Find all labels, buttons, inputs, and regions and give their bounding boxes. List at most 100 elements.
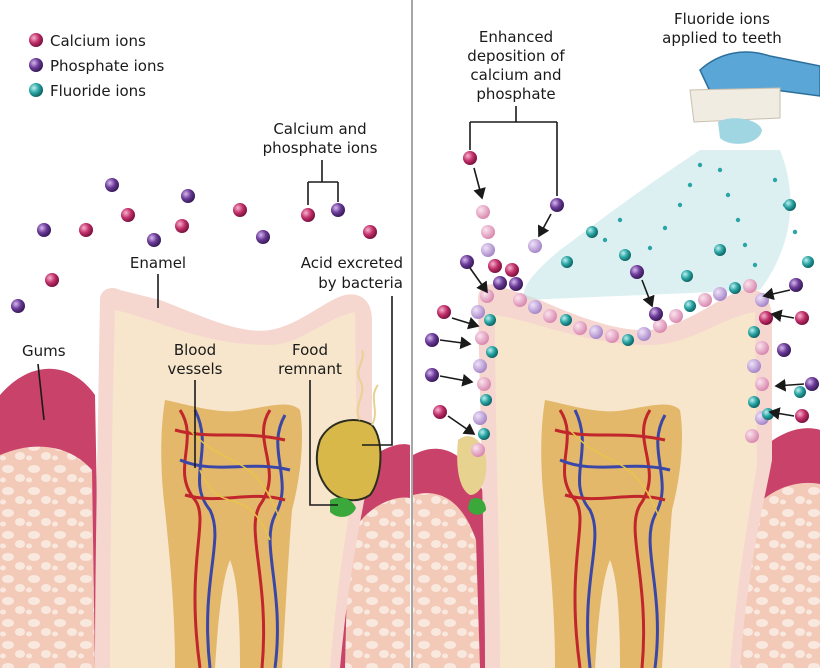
calcium-ion [475,331,489,345]
phosphate-ion [509,277,523,291]
blood-vessels-label-line2: vessels [168,360,223,378]
phosphate-ion [789,278,803,292]
phosphate-ion [630,265,644,279]
fluoride-ion [748,326,760,338]
gums-label: Gums [22,342,66,360]
calcium-ion [121,208,135,222]
calcium-ion [743,279,757,293]
calcium-ion [45,273,59,287]
calcium-ion [605,329,619,343]
phosphate-ion [256,230,270,244]
fluoride-ion [714,244,726,256]
acid-wisp-2 [372,385,378,425]
toothbrush [690,52,820,144]
phosphate-ion [473,411,487,425]
calcium-ion [653,319,667,333]
fluoride-ion [619,249,631,261]
food-remnant [317,420,381,500]
phosphate-ion [471,305,485,319]
legend-calcium-swatch [29,33,43,47]
calcium-ion [463,151,477,165]
fluoride-ion [802,256,814,268]
phosphate-ion [493,276,507,290]
calcium-ion [759,311,773,325]
calcium-ion [543,309,557,323]
food-remnant-label-line1: Food [292,341,328,359]
phosphate-ion [528,300,542,314]
calcium-phosphate-label-line1: Calcium and [273,120,366,138]
right-panel: Enhanced deposition of calcium and phosp… [413,10,820,668]
calcium-ion [488,259,502,273]
phosphate-ion [425,368,439,382]
fluoride-ion [784,199,796,211]
acid-label-line1: Acid excreted [301,254,403,272]
deposition-label-line3: calcium and [470,66,561,84]
calcium-ion [698,293,712,307]
phosphate-ion [528,239,542,253]
calcium-ion [755,377,769,391]
calcium-ion [471,443,485,457]
acid-label-line2: by bacteria [318,274,403,292]
fluoride-ion [684,300,696,312]
phosphate-ion [777,343,791,357]
legend-fluoride-swatch [29,83,43,97]
calcium-ion [573,321,587,335]
legend: Calcium ions Phosphate ions Fluoride ion… [29,32,164,100]
fluoride-ion [622,334,634,346]
fluoride-applied-label-line2: applied to teeth [662,29,782,47]
phosphate-ion [331,203,345,217]
legend-phosphate-label: Phosphate ions [50,57,164,75]
calcium-ion [301,208,315,222]
phosphate-ion [747,359,761,373]
calcium-ion [513,293,527,307]
calcium-ion [79,223,93,237]
phosphate-ion [589,325,603,339]
fluoride-ion [586,226,598,238]
blood-vessels-label-line1: Blood [174,341,216,359]
fluoride-ion [729,282,741,294]
calcium-ion [481,225,495,239]
calcium-ion [669,309,683,323]
fluoride-applied-label-line1: Fluoride ions [674,10,770,28]
calcium-phosphate-leader [308,160,338,205]
toothbrush-bristles [690,88,780,122]
calcium-ion [437,305,451,319]
phosphate-ion [105,178,119,192]
phosphate-ion [713,287,727,301]
phosphate-ion [805,377,819,391]
fluoride-mist [524,150,791,300]
calcium-ion [505,263,519,277]
phosphate-ion [473,359,487,373]
deposition-label-line4: phosphate [476,85,555,103]
fluoride-ion [486,346,498,358]
fluoride-paste [718,118,762,144]
enamel-label: Enamel [130,254,186,272]
calcium-phosphate-label-line2: phosphate ions [263,139,378,157]
calcium-ion [476,205,490,219]
calcium-ion [175,219,189,233]
phosphate-ion [11,299,25,313]
left-free-ions [11,178,377,313]
calcium-ion [433,405,447,419]
calcium-ion [477,377,491,391]
deposition-label-line1: Enhanced [479,28,553,46]
fluoride-ion [681,270,693,282]
fluoride-ion [748,396,760,408]
left-panel: Calcium ions Phosphate ions Fluoride ion… [0,32,410,668]
deposition-leader [470,106,557,196]
legend-fluoride-label: Fluoride ions [50,82,146,100]
fluoride-ion [560,314,572,326]
phosphate-ion [550,198,564,212]
phosphate-ion [637,327,651,341]
calcium-ion [233,203,247,217]
legend-phosphate-swatch [29,58,43,72]
fluoride-ion [480,394,492,406]
calcium-ion [755,341,769,355]
calcium-ion [795,311,809,325]
calcium-ion [795,409,809,423]
food-remnant-label-line2: remnant [278,360,342,378]
legend-calcium-label: Calcium ions [50,32,146,50]
fluoride-ion [478,428,490,440]
